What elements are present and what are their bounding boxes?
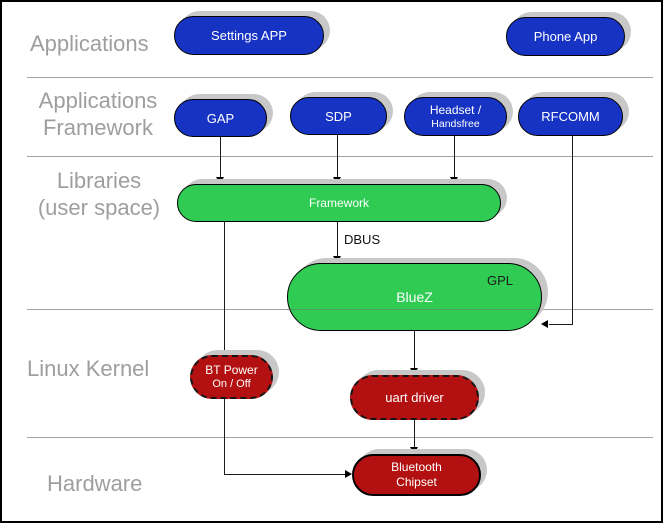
node-bt-power: BT Power On / Off xyxy=(190,355,273,399)
node-phone-app: Phone App xyxy=(506,17,625,56)
layer-label-linux-kernel: Linux Kernel xyxy=(27,355,149,382)
node-headset-handsfree: Headset / Handsfree xyxy=(404,97,507,136)
edge-bluez-uart xyxy=(414,329,415,369)
layer-divider xyxy=(27,77,653,78)
node-uart-driver: uart driver xyxy=(350,375,479,420)
gpl-badge: GPL xyxy=(486,273,513,288)
arrowhead-icon xyxy=(333,177,341,184)
node-label: RFCOMM xyxy=(541,109,600,124)
node-label: GAP xyxy=(206,110,235,126)
node-label: BlueZ xyxy=(396,288,433,305)
layer-label-applications-framework: Applications Framework xyxy=(24,87,172,141)
node-rfcomm: RFCOMM xyxy=(518,97,623,136)
edge-gap-framework xyxy=(220,135,221,178)
edge-framework-chipset-vertical xyxy=(224,221,225,475)
layer-label-applications: Applications xyxy=(30,30,149,57)
layer-label-text: Applications xyxy=(38,88,158,113)
dbus-edge-label: DBUS xyxy=(344,232,381,247)
node-bluez: BlueZ GPL xyxy=(287,263,542,331)
node-label: Framework xyxy=(308,195,369,210)
arrowhead-icon xyxy=(541,320,548,328)
arrowhead-icon xyxy=(333,256,341,263)
layer-divider-over-bluez xyxy=(287,309,538,310)
edge-rfcomm-bluez-horizontal xyxy=(549,324,573,325)
node-framework: Framework xyxy=(177,184,501,222)
layer-label-text: Framework xyxy=(42,115,153,140)
arrowhead-icon xyxy=(450,177,458,184)
edge-rfcomm-bluez-vertical xyxy=(572,134,573,325)
edge-sdp-framework xyxy=(337,133,338,178)
node-label: Bluetooth xyxy=(391,460,442,474)
node-label: Chipset xyxy=(396,475,437,489)
node-label: On / Off xyxy=(212,378,251,390)
layer-label-text: (user space) xyxy=(37,195,161,220)
node-bluetooth-chipset: Bluetooth Chipset xyxy=(352,454,481,496)
arrowhead-icon xyxy=(410,368,418,375)
node-gap: GAP xyxy=(174,99,267,137)
node-label: Phone App xyxy=(533,29,598,44)
layer-label-text: Hardware xyxy=(47,471,143,496)
edge-framework-chipset-horizontal xyxy=(224,474,345,475)
edge-framework-bluez-dbus xyxy=(337,221,338,257)
layer-label-text: Applications xyxy=(30,31,149,56)
node-label: SDP xyxy=(325,108,352,124)
arrowhead-icon xyxy=(410,447,418,454)
layer-divider xyxy=(27,156,653,157)
node-label: uart driver xyxy=(385,390,444,405)
edge-uart-chipset xyxy=(414,416,415,448)
node-label: Headset / xyxy=(429,102,482,117)
layer-divider xyxy=(27,437,653,438)
node-label: BT Power xyxy=(205,363,258,377)
node-settings-app: Settings APP xyxy=(174,16,324,55)
edge-headset-framework xyxy=(454,134,455,178)
layer-label-text: Linux Kernel xyxy=(27,356,150,381)
node-sdp: SDP xyxy=(290,97,387,135)
node-label: Settings APP xyxy=(211,28,287,43)
arrowhead-icon xyxy=(216,177,224,184)
layer-label-text: Libraries xyxy=(56,168,142,193)
layer-label-libraries-user-space: Libraries (user space) xyxy=(20,167,178,221)
layer-label-hardware: Hardware xyxy=(47,470,142,497)
node-label: Handsfree xyxy=(431,117,480,130)
arrowhead-icon xyxy=(345,470,352,478)
